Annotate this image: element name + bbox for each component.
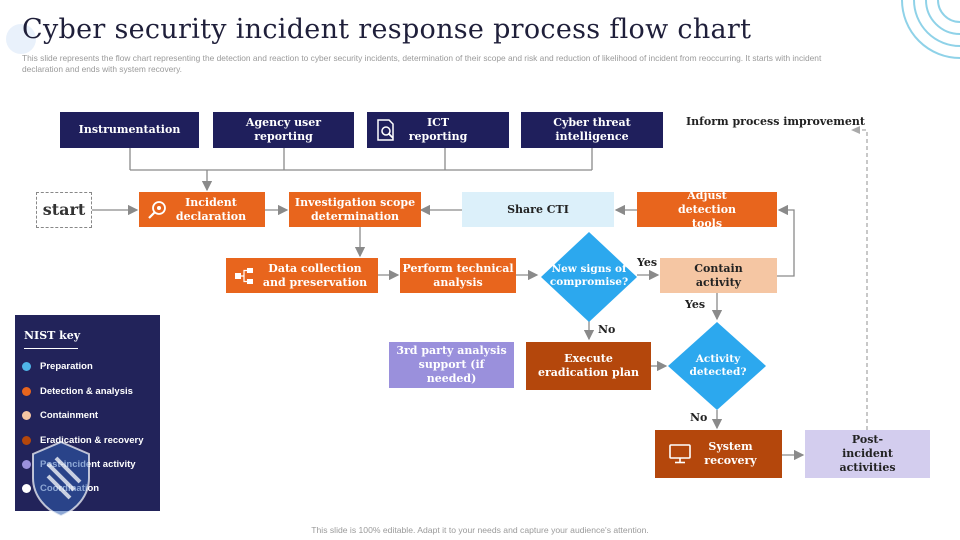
footer-note: This slide is 100% editable. Adapt it to… — [311, 525, 649, 535]
post-incident-label: Post-incident activities — [839, 433, 896, 474]
start-box: start — [36, 192, 92, 228]
monitor-icon — [669, 444, 691, 464]
yes-contain-label: Yes — [637, 256, 658, 269]
investigation-scope-label: Investigation scope determination — [294, 195, 416, 223]
page-title: Cyber security incident response process… — [22, 14, 752, 45]
technical-analysis-label: Perform technical analysis — [402, 261, 514, 289]
post-incident-box: Post-incident activities — [805, 430, 930, 478]
start-label: start — [42, 200, 86, 219]
activity-detected-label: Activity detected? — [689, 353, 747, 378]
instrumentation-box: Instrumentation — [60, 112, 199, 148]
legend-item-label: Eradication & recovery — [40, 435, 144, 446]
instrumentation-label: Instrumentation — [78, 123, 181, 136]
cyber-threat-intelligence-label: Cyber threat intelligence — [553, 116, 631, 143]
technical-analysis-box: Perform technical analysis — [400, 258, 516, 293]
legend-item: Eradication & recovery — [22, 435, 144, 446]
contain-activity-label: Contain activity — [694, 261, 743, 289]
new-signs-label: New signs of compromise? — [549, 263, 629, 288]
network-icon — [235, 267, 253, 284]
legend-dot — [22, 411, 31, 420]
legend-dot — [22, 484, 31, 493]
adjust-detection-tools-label: Adjust detection tools — [677, 188, 737, 230]
cyber-threat-intelligence-box: Cyber threat intelligence — [521, 112, 663, 148]
incident-declaration-box: Incident declaration — [139, 192, 265, 227]
legend-item-label: Detection & analysis — [40, 386, 133, 397]
share-cti-label: Share CTI — [507, 202, 569, 216]
legend-dot — [22, 460, 31, 469]
data-collection-box: Data collection and preservation — [226, 258, 378, 293]
yes-activity-label: Yes — [685, 298, 706, 311]
contain-activity-box: Contain activity — [660, 258, 777, 293]
legend-divider — [24, 348, 78, 349]
legend-dot — [22, 362, 31, 371]
decorative-circle — [6, 24, 36, 54]
legend-item-label: Preparation — [40, 361, 93, 372]
page-subtitle: This slide represents the flow chart rep… — [22, 53, 822, 74]
system-recovery-label: System recovery — [704, 440, 757, 467]
third-party-support-box: 3rd party analysis support (if needed) — [389, 342, 514, 388]
agency-reporting-box: Agency user reporting — [213, 112, 354, 148]
legend-title: NIST key — [24, 329, 81, 342]
share-cti-box: Share CTI — [462, 192, 614, 227]
legend-dot — [22, 436, 31, 445]
system-recovery-box: System recovery — [655, 430, 782, 478]
ict-reporting-box: ICT reporting — [367, 112, 509, 148]
document-search-icon — [377, 119, 394, 141]
legend-item: Preparation — [22, 361, 93, 372]
agency-reporting-label: Agency user reporting — [245, 116, 322, 143]
inform-improvement-label: Inform process improvement — [686, 115, 865, 128]
eradication-plan-box: Execute eradication plan — [526, 342, 651, 390]
no-recovery-label: No — [690, 411, 708, 424]
activity-detected-diamond — [668, 322, 766, 410]
eradication-plan-label: Execute eradication plan — [537, 352, 640, 379]
new-signs-diamond — [541, 232, 637, 322]
no-eradicate-label: No — [598, 323, 616, 336]
shield-watermark-icon — [32, 440, 90, 518]
investigation-scope-box: Investigation scope determination — [289, 192, 421, 227]
adjust-detection-tools-box: Adjust detection tools — [637, 189, 777, 230]
legend-dot — [22, 387, 31, 396]
legend-item: Containment — [22, 410, 98, 421]
ict-reporting-label: ICT reporting — [408, 116, 468, 143]
legend-item: Detection & analysis — [22, 386, 133, 397]
data-collection-label: Data collection and preservation — [262, 261, 368, 289]
incident-declaration-label: Incident declaration — [175, 195, 247, 223]
magnifier-icon — [148, 200, 166, 219]
legend-item-label: Containment — [40, 410, 99, 421]
third-party-support-label: 3rd party analysis support (if needed) — [396, 344, 507, 385]
